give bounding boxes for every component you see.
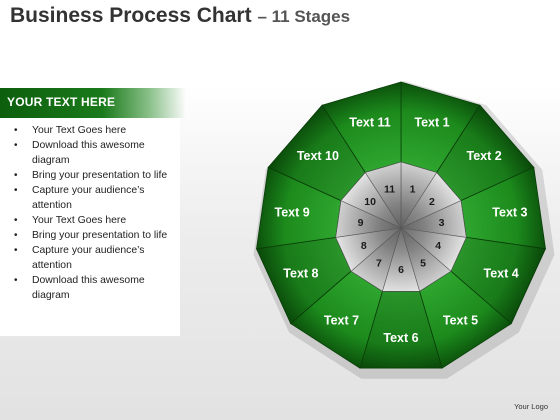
sidebar-heading: YOUR TEXT HERE	[7, 95, 116, 109]
inner-wedge-shade	[335, 200, 401, 238]
stage-label-8: Text 8	[283, 267, 318, 281]
bullet-item: Bring your presentation to life	[14, 168, 174, 183]
stage-label-11: Text 11	[349, 116, 391, 130]
bullet-item: Download this awesome diagram	[14, 273, 174, 303]
bullet-item: Download this awesome diagram	[14, 138, 174, 168]
title-subtitle: – 11 Stages	[257, 7, 351, 26]
stage-label-6: Text 6	[383, 331, 418, 345]
stage-label-10: Text 10	[297, 149, 339, 163]
stage-segment-shade	[436, 105, 534, 201]
inner-wedge-shade	[351, 228, 401, 292]
inner-wedge-shade	[365, 162, 401, 228]
stage-number-10: 10	[364, 196, 376, 208]
inner-wedge-shade	[401, 200, 467, 238]
inner-wedge-shade	[401, 228, 451, 292]
inner-wedge-shade	[401, 162, 437, 228]
stage-number-8: 8	[361, 240, 367, 252]
title-main: Business Process Chart	[10, 4, 252, 27]
stage-number-2: 2	[429, 196, 435, 208]
bullet-item: Bring your presentation to life	[14, 228, 174, 243]
bullet-item: Your Text Goes here	[14, 123, 174, 138]
stage-segment-shade	[268, 105, 366, 201]
stage-number-5: 5	[420, 257, 426, 269]
bullet-item: Capture your audience’s attention	[14, 183, 174, 213]
bullet-item: Your Text Goes here	[14, 213, 174, 228]
stage-number-11: 11	[384, 184, 395, 196]
stage-label-9: Text 9	[274, 205, 309, 219]
inner-wedge-11	[364, 161, 402, 230]
stage-label-7: Text 7	[324, 314, 359, 328]
stage-label-4: Text 4	[483, 267, 518, 281]
stage-label-3: Text 3	[492, 205, 527, 219]
bullet-list: Your Text Goes here Download this awesom…	[14, 123, 174, 303]
stage-number-3: 3	[439, 217, 445, 229]
stage-label-1: Text 1	[414, 116, 449, 130]
stage-number-7: 7	[376, 257, 382, 269]
stage-number-9: 9	[358, 217, 364, 229]
stage-segment-shade	[359, 291, 443, 369]
stage-label-5: Text 5	[443, 314, 478, 328]
stage-segment-shade	[256, 237, 352, 324]
stage-number-6: 6	[398, 264, 404, 276]
logo-text: Your Logo	[514, 402, 548, 411]
stage-label-2: Text 2	[466, 149, 501, 163]
stage-number-1: 1	[410, 184, 416, 196]
bullet-item: Capture your audience’s attention	[14, 243, 174, 273]
sidebar-heading-banner: YOUR TEXT HERE	[0, 88, 186, 118]
stage-number-4: 4	[435, 240, 441, 252]
stage-segment-shade	[450, 237, 546, 324]
page-title: Business Process Chart – 11 Stages	[10, 4, 350, 28]
